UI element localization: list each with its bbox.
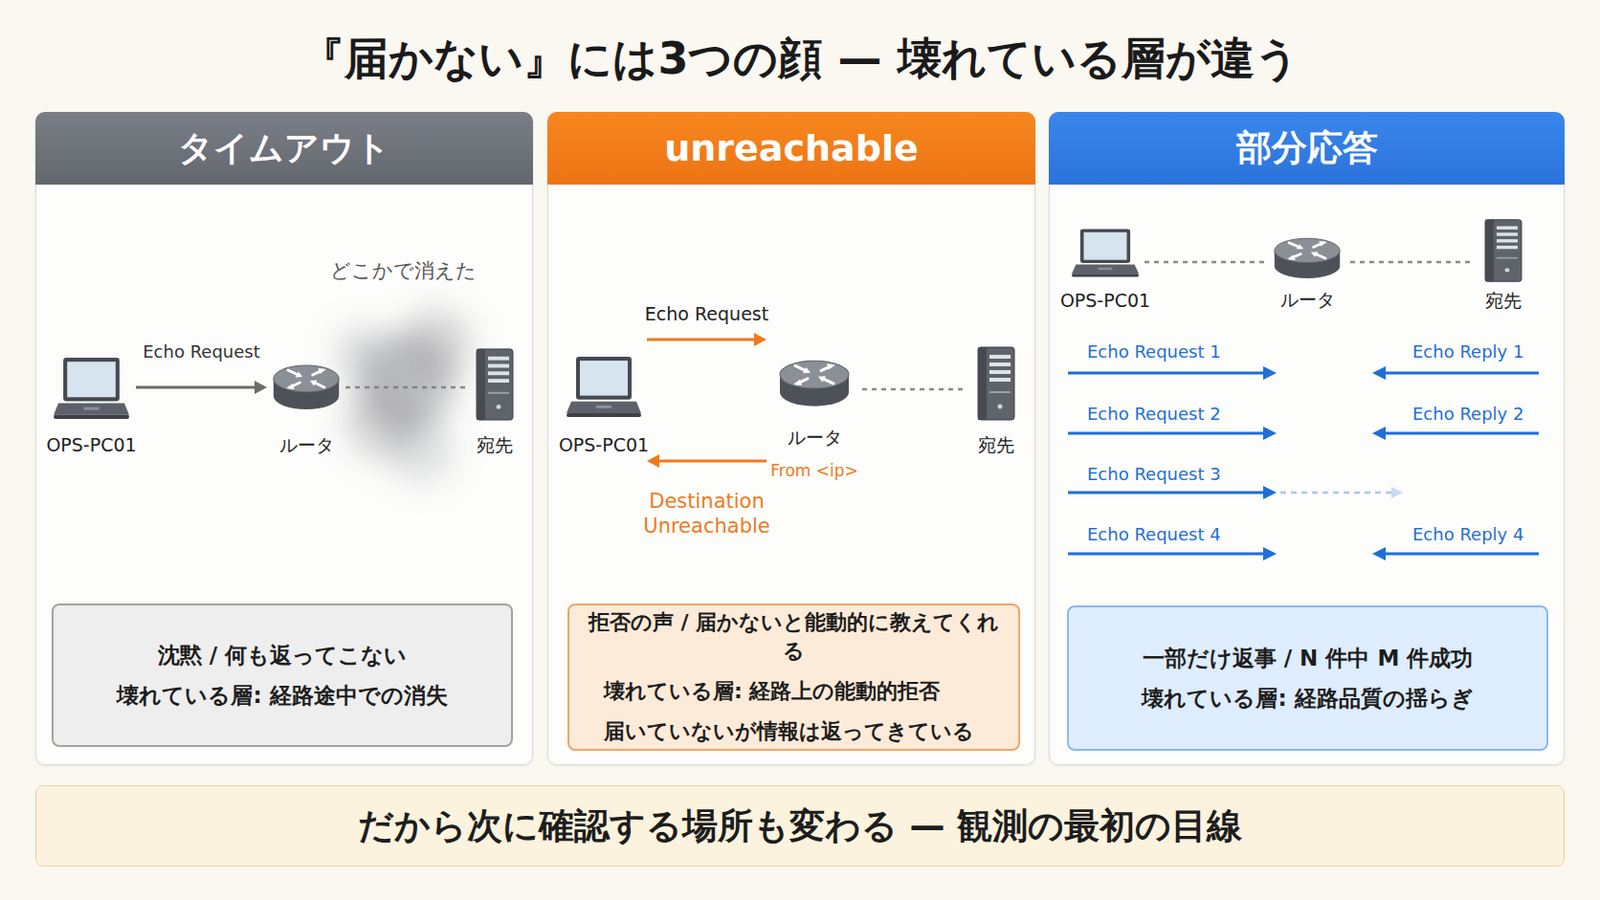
- conclusion-band: だから次に確認する場所も変わる — 観測の最初の目線: [35, 785, 1565, 867]
- panel-title: unreachable: [664, 127, 918, 170]
- connector-line: [658, 460, 767, 464]
- server-device: 宛先: [465, 340, 525, 459]
- conclusion-text: だから次に確認する場所も変わる — 観測の最初の目線: [357, 802, 1244, 851]
- packet-loss-fog: [334, 308, 472, 484]
- connector-line: [135, 386, 256, 390]
- diagram-title: 『届かない』には3つの顔 — 壊れている層が違う: [0, 28, 1600, 89]
- connector-label: Echo Request: [125, 339, 279, 365]
- note-line: 沈黙 / 何も返ってこない: [157, 641, 407, 670]
- echo-request-arrows: [1067, 366, 1277, 561]
- panel-title: タイムアウト: [177, 125, 391, 173]
- panel-header: unreachable: [547, 111, 1036, 185]
- note-line: 壊れている層: 経路途中での消失: [116, 681, 447, 711]
- connector-line: [646, 338, 756, 342]
- arrow-head: [254, 380, 267, 395]
- connector-label: Destination Unreachable: [635, 488, 779, 539]
- device-label: ルータ: [238, 433, 375, 457]
- echo-reply-arrows: [1372, 366, 1539, 561]
- device-label: OPS-PC01: [532, 433, 676, 457]
- device-label: 宛先: [436, 433, 554, 457]
- note-line: 一部だけ返事 / N 件中 M 件成功: [1142, 644, 1474, 673]
- connector-line: [345, 386, 466, 390]
- note-line: 壊れている層: 経路上の能動的拒否: [603, 677, 940, 707]
- arrow-head: [646, 454, 660, 468]
- router-icon: [776, 353, 853, 417]
- server-icon: [975, 345, 1018, 423]
- summary-note: 拒否の声 / 届かないと能動的に教えてくれる壊れている層: 経路上の能動的拒否届…: [567, 603, 1021, 752]
- router-icon: [269, 357, 343, 420]
- summary-note: 沈黙 / 何も返ってこない壊れている層: 経路途中での消失: [51, 603, 513, 748]
- note-line: 拒否の声 / 届かないと能動的に教えてくれる: [582, 608, 1005, 667]
- connector: [1144, 262, 1265, 264]
- laptop-icon: [1070, 227, 1140, 279]
- echo-label: Echo Request 3: [1087, 463, 1222, 487]
- laptop-device: OPS-PC01: [560, 335, 647, 470]
- device-label: OPS-PC01: [18, 433, 165, 457]
- arrow-head: [754, 333, 767, 347]
- echo-label: Echo Request 1: [1087, 340, 1222, 364]
- loss-note: どこかで消えた: [330, 259, 477, 283]
- server-device: 宛先: [967, 335, 1025, 459]
- panel-title: 部分応答: [1236, 124, 1378, 173]
- laptop-icon: [565, 355, 643, 420]
- echo-label: Echo Reply 2: [1412, 402, 1524, 426]
- scenario-panel: 部分応答OPS-PC01ルータ宛先一部だけ返事 / N 件中 M 件成功壊れてい…: [1048, 111, 1565, 766]
- connector-line: [1144, 261, 1265, 265]
- lost-reply-arrow: [1280, 487, 1403, 499]
- device-label: ルータ: [1235, 288, 1379, 312]
- echo-label: Echo Reply 4: [1412, 523, 1524, 547]
- echo-label: Echo Request 2: [1087, 402, 1222, 426]
- device-label: 宛先: [1445, 288, 1561, 312]
- connector: [1350, 262, 1475, 264]
- server-icon: [1482, 218, 1525, 284]
- laptop-icon: [52, 355, 131, 422]
- router-device: ルータ: [1264, 222, 1351, 319]
- summary-note: 一部だけ返事 / N 件中 M 件成功壊れている層: 経路品質の揺らぎ: [1066, 605, 1549, 752]
- connector: [646, 333, 767, 347]
- connector: [862, 389, 968, 391]
- device-label: ルータ: [737, 425, 891, 449]
- note-line: 壊れている層: 経路品質の揺らぎ: [1141, 684, 1473, 713]
- connector: [646, 454, 767, 468]
- panel-header: 部分応答: [1048, 111, 1565, 185]
- echo-label: Echo Reply 1: [1412, 340, 1524, 364]
- laptop-device: OPS-PC01: [1066, 221, 1145, 317]
- router-icon: [1270, 231, 1344, 288]
- router-device: ルータ: [266, 345, 346, 459]
- server-device: 宛先: [1474, 213, 1533, 317]
- connector-label: Echo Request: [630, 301, 784, 327]
- panel-header: タイムアウト: [35, 111, 534, 185]
- connector: [135, 380, 267, 395]
- source-ip-label: From <ip>: [737, 459, 891, 483]
- connector-line: [862, 388, 968, 392]
- connector-line: [1350, 261, 1475, 265]
- device-label: 宛先: [938, 433, 1054, 457]
- laptop-device: OPS-PC01: [46, 345, 136, 459]
- note-line: 届いていないが情報は返ってきている: [603, 717, 975, 747]
- router-device: ルータFrom <ip>: [766, 331, 863, 485]
- scenario-panel: タイムアウト OPS-PC01 ルータ 宛先沈黙 / 何も返ってこない壊れている層: …: [35, 111, 534, 766]
- connector: [345, 387, 466, 389]
- server-icon: [473, 347, 516, 423]
- device-label: OPS-PC01: [1037, 288, 1174, 312]
- echo-label: Echo Request 4: [1087, 523, 1222, 547]
- scenario-panel: unreachableOPS-PC01ルータFrom <ip>宛先拒否の声 / …: [547, 111, 1036, 766]
